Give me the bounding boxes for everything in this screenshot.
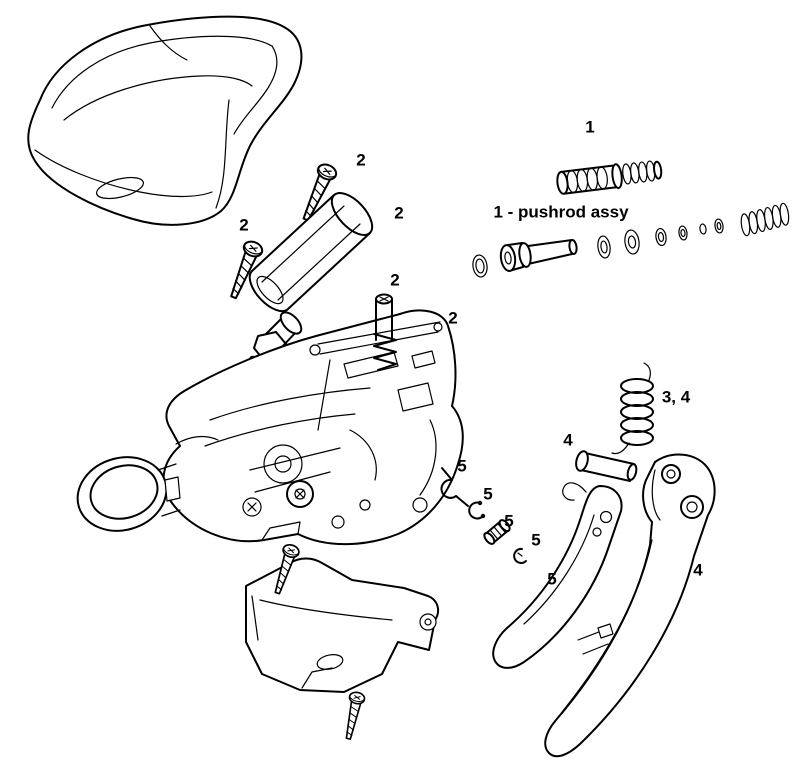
callout-3-4: 3, 4 (661, 387, 691, 407)
e-clip-drawing (513, 547, 527, 564)
pushrod-parts-row-drawing (472, 202, 790, 278)
callout-1: 1 (585, 117, 595, 137)
callout-5-a: 5 (457, 456, 467, 476)
hose-sleeve-drawing (248, 192, 374, 313)
clamp-band-drawing (76, 456, 181, 532)
pivot-bolt-drawing (373, 293, 397, 371)
shift-paddle-drawing (492, 482, 623, 669)
cover-screw-2-drawing (340, 690, 367, 742)
callout-4-a: 4 (563, 430, 573, 450)
callout-2-c: 2 (394, 203, 404, 223)
pushrod-assy-caption: 1 - pushrod assy (493, 202, 629, 222)
bottom-cover-drawing (245, 557, 440, 693)
callout-5-e: 5 (547, 569, 557, 589)
callout-5-b: 5 (483, 484, 493, 504)
lever-body-drawing (162, 309, 464, 546)
callout-2-d: 2 (390, 270, 400, 290)
pushrod-assembly-drawing (556, 160, 663, 195)
callout-5-d: 5 (531, 530, 541, 550)
callout-2-a: 2 (356, 150, 366, 170)
return-spring-drawing (611, 362, 654, 455)
barrel-adjuster-drawing (483, 519, 511, 545)
callout-2-e: 2 (448, 308, 458, 328)
pivot-pin-drawing (575, 450, 638, 482)
callout-5-c: 5 (504, 511, 514, 531)
brake-lever-blade-drawing (544, 453, 716, 758)
hood-cover-drawing (27, 15, 303, 226)
callout-4-b: 4 (693, 560, 703, 580)
c-clip-drawing (468, 500, 486, 520)
callout-2-b: 2 (239, 215, 249, 235)
paddle-spring-drawing (440, 467, 469, 507)
